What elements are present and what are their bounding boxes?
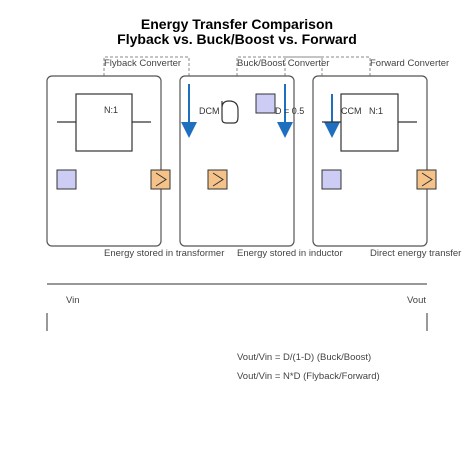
forward-caption: Direct energy transfer — [370, 248, 461, 259]
inductor-icon — [221, 100, 239, 124]
forward-transformer — [322, 93, 417, 152]
buck-boost-name: Buck/Boost Converter — [237, 58, 329, 69]
buck-boost-mode-label: DCM — [199, 106, 220, 116]
buck-boost-caption: Energy stored in inductor — [237, 248, 343, 259]
flyback-switch — [56, 169, 77, 190]
buck-boost-diode — [207, 169, 228, 190]
diagram-title-line2: Flyback vs. Buck/Boost vs. Forward — [117, 31, 357, 47]
vin-label: Vin — [66, 295, 80, 306]
forward-switch — [321, 169, 342, 190]
flyback-transformer — [57, 93, 151, 152]
flyback-diode — [150, 169, 171, 190]
flyback-panel — [46, 75, 162, 247]
vout-label: Vout — [407, 295, 426, 306]
forward-panel — [312, 75, 428, 247]
flyback-caption: Energy stored in transformer — [104, 248, 224, 259]
buck-boost-switch — [255, 93, 276, 114]
dashed-connectors — [103, 56, 371, 76]
flyback-name: Flyback Converter — [104, 58, 181, 69]
buck-boost-duty-label: D = 0.5 — [275, 106, 304, 116]
forward-diode — [416, 169, 437, 190]
buck-boost-equation: Vout/Vin = D/(1-D) (Buck/Boost) — [237, 352, 371, 363]
buck-boost-panel — [179, 75, 295, 247]
forward-ratio-label: N:1 — [369, 106, 383, 116]
flyback-forward-equation: Vout/Vin = N*D (Flyback/Forward) — [237, 371, 380, 382]
diagram-title-line1: Energy Transfer Comparison — [140, 16, 334, 32]
flyback-ratio-label: N:1 — [104, 105, 118, 115]
forward-mode-label: CCM — [341, 106, 362, 116]
forward-name: Forward Converter — [370, 58, 449, 69]
